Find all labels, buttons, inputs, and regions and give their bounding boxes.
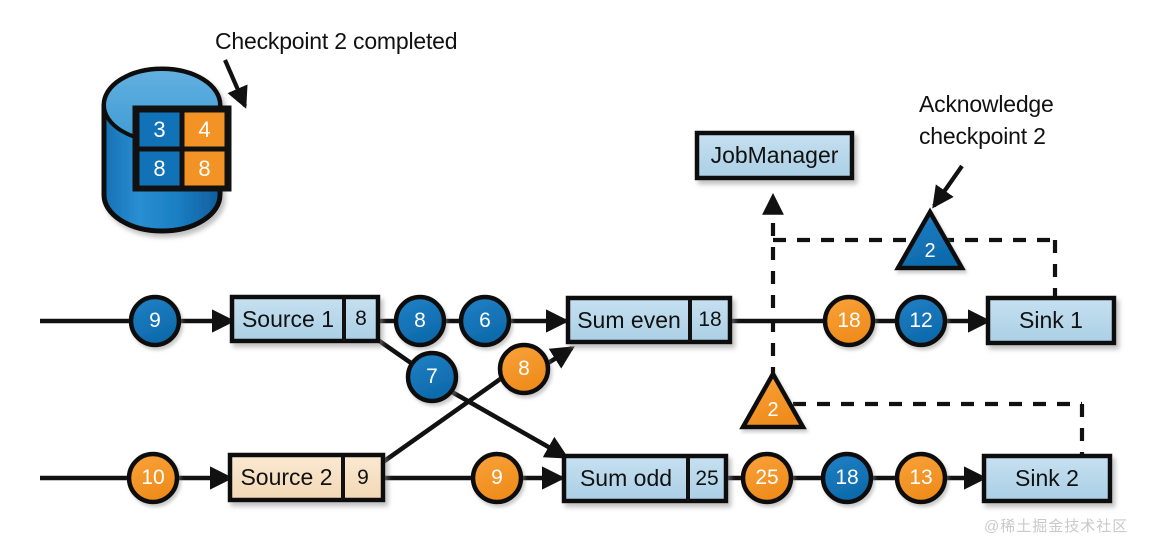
record-sum-even-out-b-shape xyxy=(894,294,948,348)
sum-odd-box-shape xyxy=(561,453,729,504)
barrier-bottom-shape xyxy=(739,369,807,430)
record-shapes xyxy=(126,294,948,505)
watermark-label: @稀土掘金技术社区 xyxy=(984,518,1129,535)
record-source2-out-shape xyxy=(470,451,524,505)
checkpoint-completed-label: Checkpoint 2 completed xyxy=(215,28,458,54)
record-sum-odd-out-a-shape xyxy=(740,451,794,505)
sink1-box-shape xyxy=(985,295,1117,346)
record-cross-up-shape xyxy=(497,342,551,396)
acknowledge-label-line1: Acknowledge xyxy=(919,91,1054,117)
pipeline-edges-crossing xyxy=(376,338,575,464)
sum-even-box-shape xyxy=(565,295,733,345)
record-sum-even-out-a-shape xyxy=(822,294,876,348)
record-top-input-shape xyxy=(128,294,182,348)
sink2-box-shape xyxy=(981,453,1113,504)
record-bottom-input-shape xyxy=(126,451,180,505)
record-source1-out-b-shape xyxy=(458,294,512,348)
jobmanager-box-shape xyxy=(694,130,855,181)
record-sum-odd-out-c-shape xyxy=(894,451,948,505)
record-source1-out-a-shape xyxy=(393,294,447,348)
checkpoint-completed-arrow xyxy=(223,59,248,109)
source1-box-shape xyxy=(229,294,381,344)
record-sum-odd-out-b-shape xyxy=(820,451,874,505)
barrier-top-shape xyxy=(894,207,966,271)
record-cross-down-shape xyxy=(405,350,459,404)
source2-box-shape xyxy=(227,452,386,503)
acknowledge-dashed-lines xyxy=(762,192,1085,458)
acknowledge-checkpoint-arrow xyxy=(932,164,964,209)
acknowledge-label-line2: checkpoint 2 xyxy=(919,123,1046,149)
checkpoint-storage-grid xyxy=(132,105,232,192)
